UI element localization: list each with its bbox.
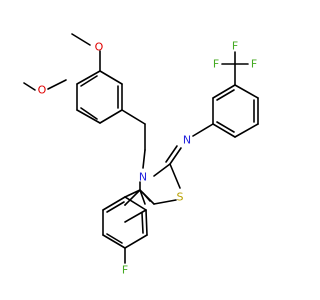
bond	[192, 123, 214, 137]
bond	[234, 84, 259, 99]
bond	[141, 212, 144, 234]
fluorine-atom-label: F	[213, 58, 219, 71]
bond	[216, 121, 235, 133]
bond	[121, 109, 146, 125]
bond-layer	[23, 33, 259, 264]
bond	[212, 84, 236, 99]
bond	[216, 89, 235, 101]
sulfur-atom-label: S	[177, 191, 184, 204]
background	[0, 0, 300, 300]
bond	[169, 147, 182, 165]
bond	[169, 163, 181, 189]
oxygen-atom-label: O	[95, 41, 104, 54]
bond	[80, 75, 98, 87]
bond	[124, 189, 141, 198]
imine-nitrogen-atom-label: N	[183, 134, 191, 147]
molecule-structure-diagram: O O N N S F F F F	[0, 0, 300, 300]
bond	[153, 163, 171, 177]
bond	[76, 109, 101, 124]
bond	[124, 189, 141, 206]
ring-nitrogen-atom-label: N	[139, 171, 147, 184]
atom-label-layer: O O N N S F F F F	[38, 40, 258, 277]
bond	[124, 196, 147, 211]
bond	[106, 233, 123, 244]
bond	[142, 192, 151, 202]
bond	[71, 33, 91, 46]
bond	[99, 70, 123, 85]
fluorine-atom-label: F	[232, 40, 238, 53]
bond	[102, 196, 126, 211]
bond	[165, 145, 178, 163]
bond	[234, 123, 259, 138]
bond	[139, 189, 146, 205]
bond	[124, 234, 148, 249]
bond	[124, 209, 147, 223]
bond	[23, 82, 36, 91]
bond	[142, 149, 146, 169]
fluorine-atom-label: F	[122, 264, 128, 277]
bond	[47, 79, 67, 90]
bond	[80, 107, 98, 120]
bond	[102, 234, 126, 249]
fluorine-atom-label: F	[251, 58, 257, 71]
bond	[153, 199, 177, 205]
oxygen-atom-label: O	[38, 84, 47, 97]
bond	[106, 201, 125, 213]
bond	[76, 70, 101, 85]
bond	[212, 123, 236, 138]
bond	[99, 109, 123, 124]
bond	[145, 209, 148, 236]
